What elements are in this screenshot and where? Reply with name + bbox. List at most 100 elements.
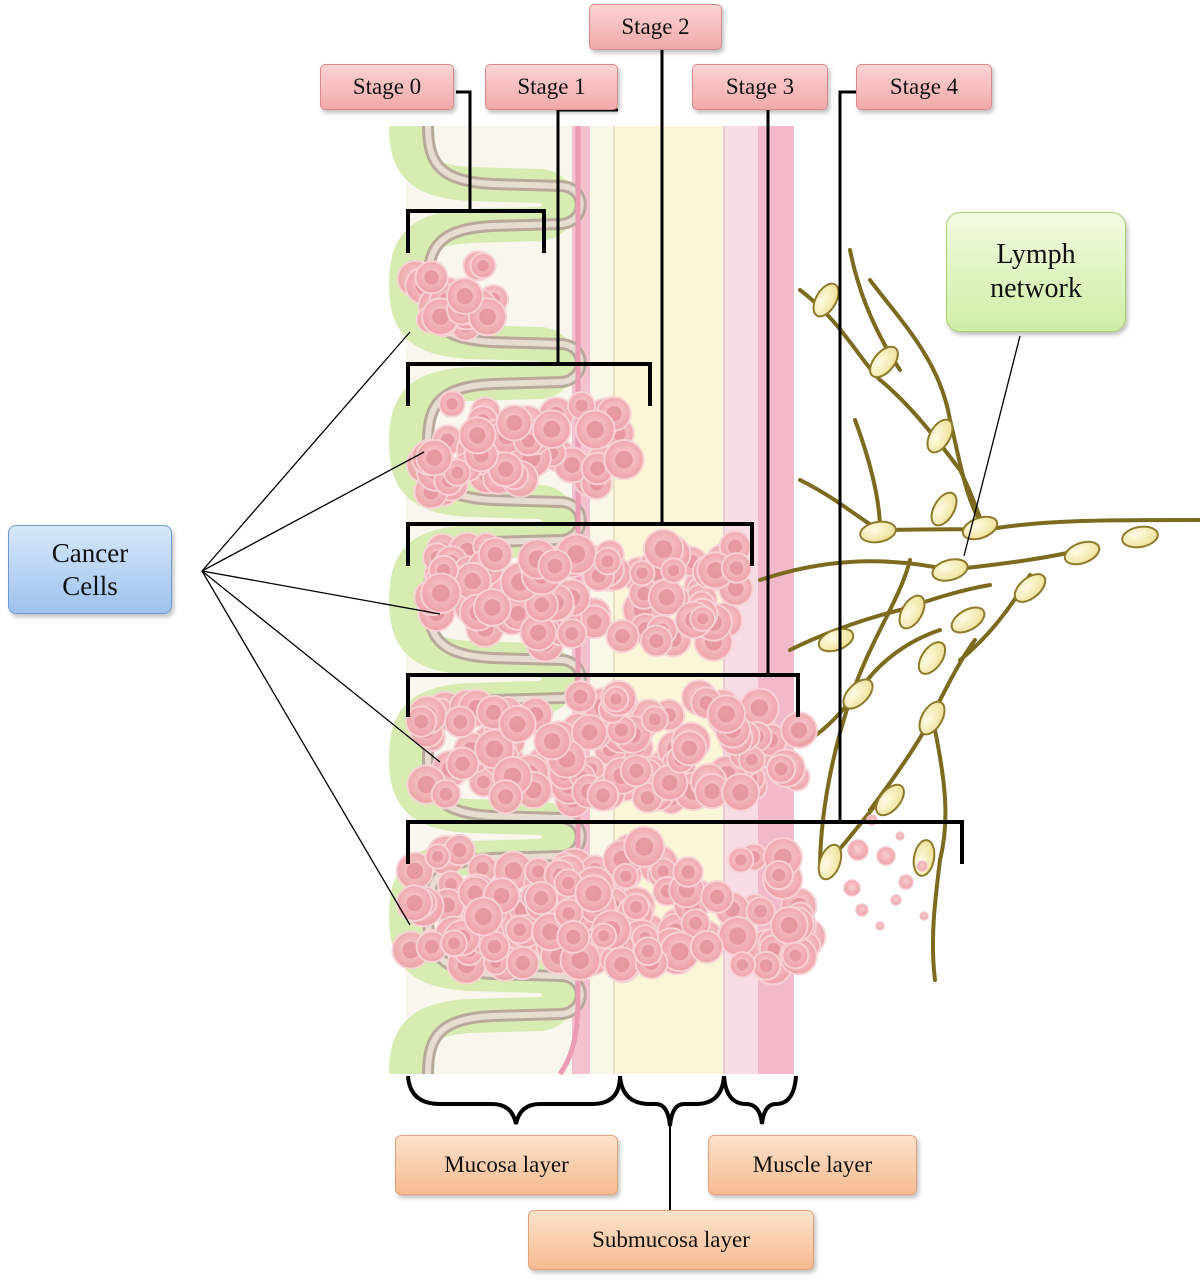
cancer-cell-nucleus [707, 562, 724, 579]
lymph-node [817, 627, 855, 653]
metastatic-cell [919, 911, 929, 921]
cancer-cell-nucleus [654, 540, 673, 558]
cancer-cell-nucleus [534, 597, 549, 613]
cancer-cell-nucleus [498, 789, 514, 805]
cancer-cell-nucleus [562, 876, 575, 890]
cancer-cell-nucleus [629, 763, 644, 778]
cancer-cell [415, 438, 454, 477]
cancer-cell-clusters [391, 250, 827, 986]
cancer-cell-nucleus [729, 927, 747, 945]
cancer-cell-nucleus [565, 627, 579, 641]
cancer-cell-nucleus [452, 843, 467, 858]
cancer-cell-nucleus [586, 421, 604, 439]
cancer-cell [593, 546, 622, 576]
cancer-cell-nucleus [484, 599, 501, 616]
mucosa-brace [406, 1075, 622, 1125]
cancer-cell [443, 705, 477, 739]
cancer-cell-nucleus [402, 941, 420, 959]
cancer-cell [586, 779, 620, 812]
cancer-cell-nucleus [417, 775, 436, 794]
cancer-cell-nucleus [709, 889, 725, 905]
lymph-pointer [963, 335, 1021, 557]
cancer-cell-nucleus [456, 288, 473, 305]
lymph-node [926, 418, 954, 454]
cancer-cell-nucleus [486, 704, 502, 720]
cancer-cell-nucleus [487, 546, 503, 562]
lymph-network [758, 248, 1200, 982]
cancer-cell-nucleus [510, 606, 526, 621]
cancer-cell-nucleus [479, 308, 496, 326]
layer-braces [406, 1075, 798, 1214]
cancer-pointer [201, 331, 411, 572]
metastatic-cell [898, 874, 914, 890]
cancer-cell-nucleus [728, 580, 744, 597]
cancer-cell [603, 438, 645, 481]
stage-2-bracket [406, 522, 754, 566]
cancer-cell [706, 694, 747, 734]
cancer-cell [689, 605, 716, 632]
submucosa-brace [618, 1075, 726, 1127]
cancer-cell-nucleus [469, 427, 486, 444]
cancer-cell-nucleus [566, 929, 581, 945]
stage-4-label: Stage 4 [856, 64, 992, 110]
cancer-cell [445, 746, 480, 781]
cancer-cell-nucleus [445, 878, 457, 890]
cancer-cell-nucleus [620, 870, 632, 882]
cancer-cell [537, 548, 573, 584]
stage-0-label: Stage 0 [320, 64, 454, 110]
cancer-cell-nucleus [728, 539, 743, 554]
cancer-cell [469, 252, 497, 280]
cancer-cell-nucleus [575, 399, 588, 412]
cancer-cell-nucleus [689, 916, 702, 930]
cancer-cell [414, 260, 449, 295]
submucosa-layer-label: Submucosa layer [528, 1210, 814, 1270]
cancer-cell [438, 390, 466, 418]
cancer-cell-nucleus [432, 850, 444, 862]
stage-3-bracket [406, 673, 800, 717]
cancer-cell [765, 753, 797, 784]
cancer-cell-nucleus [610, 693, 622, 705]
cancer-cell-nucleus [424, 270, 439, 285]
lymph-node [930, 491, 958, 527]
cancer-cell [728, 951, 757, 979]
cancer-cell-nucleus [493, 887, 510, 904]
lymph-node [917, 641, 947, 675]
cancer-cell-nucleus [750, 699, 769, 717]
cancer-cell-nucleus [543, 420, 561, 438]
lymph-node [1063, 540, 1101, 566]
cancer-cell-nucleus [637, 587, 651, 601]
metastatic-cell [890, 894, 902, 906]
cancer-cell-nucleus [601, 555, 614, 568]
lymph-vessel [930, 728, 948, 982]
cancer-cell-nucleus [573, 689, 588, 704]
cancer-cell-nucleus [635, 837, 654, 856]
cancer-cell [420, 572, 462, 614]
lymph-vessel [798, 478, 987, 533]
lymph-node [918, 700, 946, 736]
cancer-cell [519, 613, 558, 652]
cancer-cell [780, 711, 818, 750]
cancer-cell-nucleus [530, 624, 547, 641]
cancer-cell-nucleus [425, 939, 439, 954]
cancer-cell-nucleus [704, 783, 720, 799]
cancer-cell-nucleus [789, 949, 802, 962]
cancer-cell [751, 950, 782, 981]
lymph-network-label: Lymph network [946, 212, 1126, 332]
stage-1-connector [556, 108, 618, 364]
lymph-node [931, 558, 969, 582]
cancer-cell-nucleus [746, 754, 758, 766]
cancer-cell-nucleus [542, 923, 559, 941]
lymph-vessel [788, 583, 992, 652]
cancer-cell-nucleus [448, 937, 460, 950]
lymph-node [1121, 525, 1159, 549]
cancer-cell-nucleus [598, 930, 610, 942]
lymph-vessel [983, 518, 1200, 532]
cancer-cell-nucleus [544, 733, 561, 750]
cancer-cell-nucleus [649, 633, 664, 648]
cancer-cell-nucleus [547, 558, 563, 574]
cancer-cell-nucleus [585, 885, 602, 902]
metastatic-cell [895, 831, 905, 841]
lymph-node [859, 520, 897, 544]
cancer-cell [570, 713, 608, 751]
cancer-cell [533, 722, 572, 761]
